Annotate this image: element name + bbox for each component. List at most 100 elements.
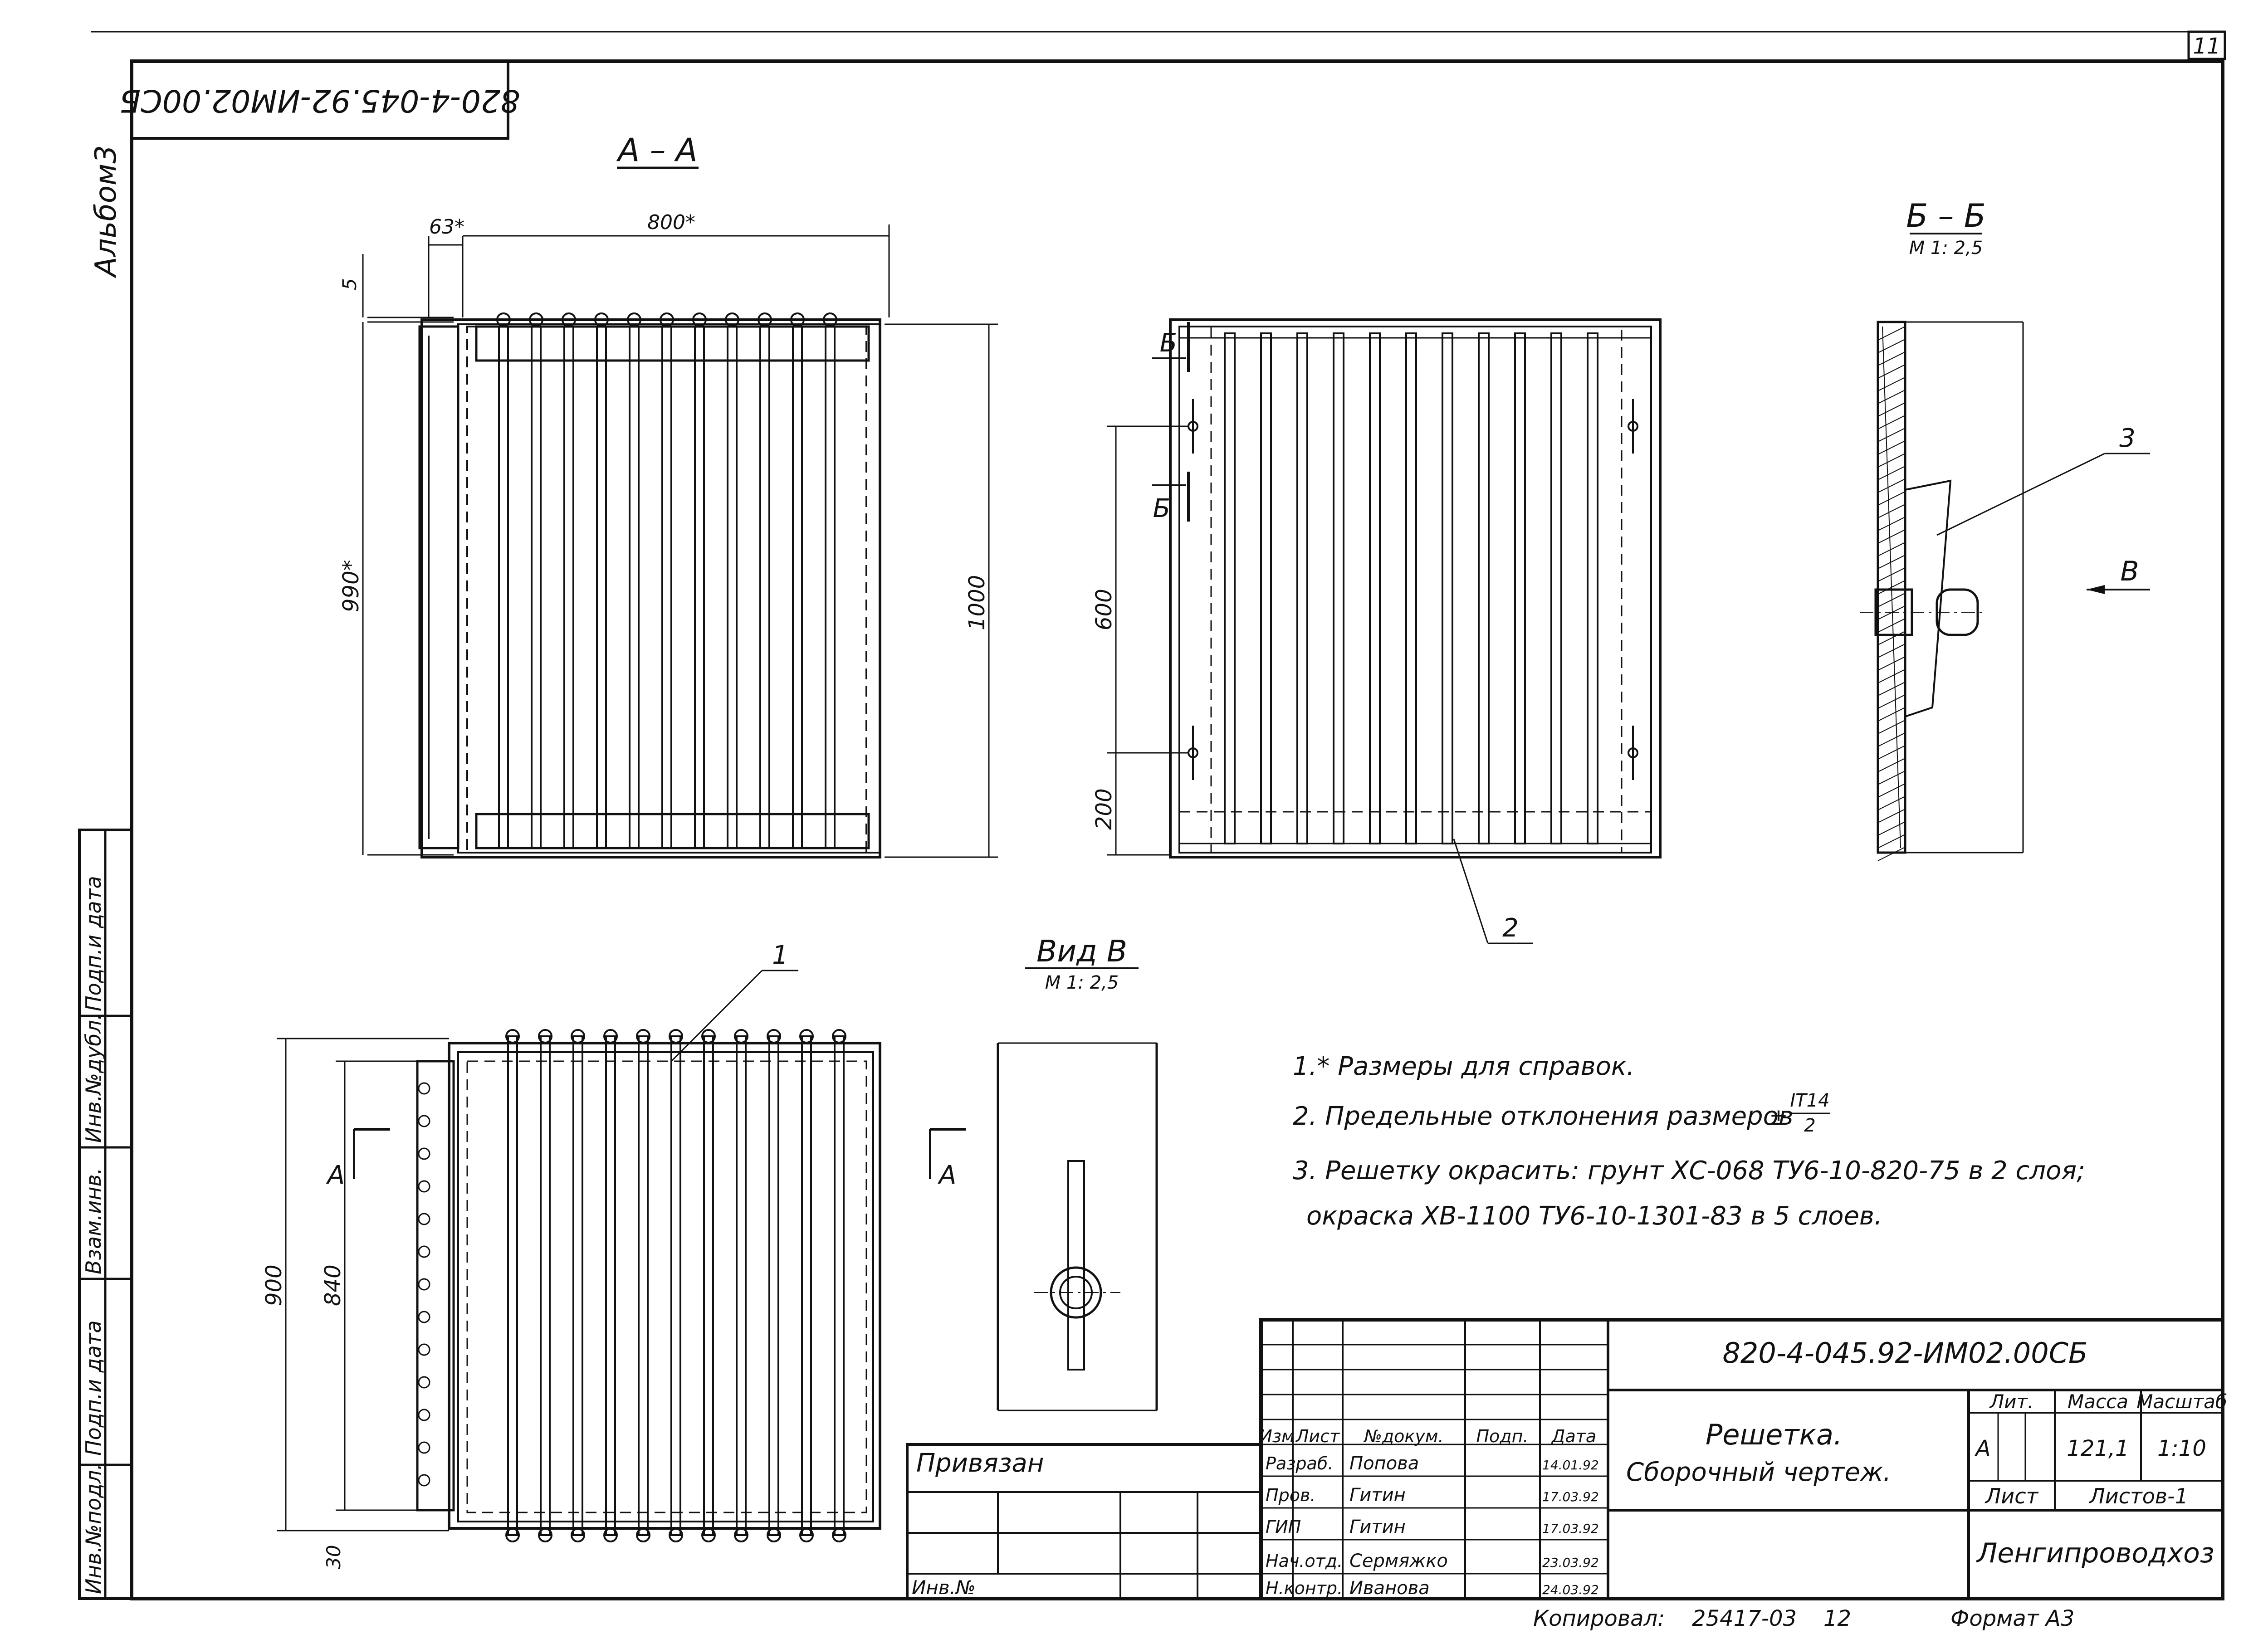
bb-hatch-line <box>1877 821 1906 836</box>
plan-rod-head-bottom <box>538 1528 552 1542</box>
bb-hatch-line <box>1877 682 1906 696</box>
bb-hatch-line <box>1877 491 1906 506</box>
lit-label: Лит. <box>1989 1390 2034 1413</box>
aa-rod-head <box>660 312 674 327</box>
plan-view: А А 900 840 30 1 <box>261 941 966 1569</box>
callout-1: 1 <box>772 941 788 970</box>
mid-rod <box>1478 332 1490 844</box>
callout-2: 2 <box>1502 913 1519 943</box>
plan-holes <box>418 1082 430 1487</box>
tb-header-cell: Лист <box>1295 1426 1340 1446</box>
footer-copied: Копировал: <box>1533 1606 1665 1631</box>
aa-rod-head <box>725 312 739 327</box>
plan-hole <box>418 1245 430 1258</box>
lit-value: А <box>1975 1436 1991 1461</box>
dim-30: 30 <box>323 1545 345 1569</box>
title-line-2: Сборочный чертеж. <box>1626 1458 1891 1487</box>
plan-rod <box>670 1035 681 1536</box>
callout-3: 3 <box>2119 424 2136 453</box>
tb-header-cell: Подп. <box>1476 1426 1528 1446</box>
title-block-designation: 820-4-045.92-ИМ02.00СБ <box>1722 1336 2087 1370</box>
bb-hatch-line <box>1877 542 1906 556</box>
plan-hole <box>418 1180 430 1193</box>
code-stamp: 820-4-045.92-ИМ02.00СБ <box>120 83 520 118</box>
plan-hole <box>418 1311 430 1323</box>
view-v-arrow-label: В <box>2120 556 2139 587</box>
note-1: 1.* Размеры для справок. <box>1293 1052 1635 1081</box>
aa-rod <box>596 326 607 849</box>
plan-rod-head-top <box>832 1029 846 1044</box>
plan-rod-head-top <box>799 1029 814 1044</box>
plan-hole <box>418 1147 430 1160</box>
dim-200: 200 <box>1091 788 1117 830</box>
section-bb-scale: М 1: 2,5 <box>1909 238 1983 259</box>
tb-date-cell: 24.03.92 <box>1542 1582 1599 1597</box>
bb-hatch-line <box>1877 644 1906 658</box>
aa-rod-head <box>790 312 805 327</box>
plan-rod <box>572 1035 583 1536</box>
section-bb-view: Б – Б М 1: 2,5 3 В <box>1860 197 2150 861</box>
plan-rod-head-top <box>636 1029 650 1044</box>
view-v-scale: М 1: 2,5 <box>1045 972 1119 993</box>
bb-hatch-line <box>1877 377 1906 391</box>
plan-rod-head-bottom <box>636 1528 650 1542</box>
plan-rod-head-top <box>767 1029 781 1044</box>
dim-900: 900 <box>261 1264 287 1306</box>
mid-rod <box>1405 332 1417 844</box>
aa-rod <box>498 326 509 849</box>
plan-rod-head-top <box>505 1029 520 1044</box>
note-3: 3. Решетку окрасить: грунт ХС-068 ТУ6-10… <box>1293 1156 2085 1185</box>
notes: 1.* Размеры для справок. 2. Предельные о… <box>1293 1052 2085 1231</box>
tolerance-sign: ± <box>1769 1104 1788 1130</box>
aa-rod-head <box>758 312 772 327</box>
aa-rod <box>531 326 542 849</box>
mid-rod <box>1224 332 1236 844</box>
aa-rod <box>759 326 770 849</box>
aa-rod <box>563 326 574 849</box>
bb-hatch <box>1877 326 1906 861</box>
section-bb-title: Б – Б <box>1906 197 1986 234</box>
plan-rod <box>801 1035 812 1536</box>
bb-hatch-line <box>1877 453 1906 468</box>
bb-hatch-line <box>1877 758 1906 772</box>
cut-label-b-bottom: Б <box>1153 494 1170 523</box>
mid-rod <box>1333 332 1344 844</box>
plan-hole <box>418 1082 430 1095</box>
bb-hatch-line <box>1877 415 1906 429</box>
footer: Копировал: 25417-03 12 Формат А3 <box>1533 1606 2074 1631</box>
bb-hatch-line <box>1877 783 1906 798</box>
aa-rod-head <box>627 312 641 327</box>
plan-rod <box>834 1035 845 1536</box>
tb-role-cell: Нач.отд. <box>1266 1551 1343 1571</box>
bb-hatch-line <box>1877 555 1906 569</box>
mass-value: 121,1 <box>2067 1436 2129 1461</box>
bb-hatch-line <box>1877 809 1906 823</box>
plan-hole <box>418 1409 430 1421</box>
bb-hatch-line <box>1877 694 1906 709</box>
mid-rod <box>1587 332 1598 844</box>
mid-rod <box>1442 332 1453 844</box>
plan-hole <box>418 1474 430 1487</box>
footer-num: 12 <box>1823 1606 1851 1631</box>
scale-value: 1:10 <box>2157 1436 2206 1461</box>
section-aa-view: А – А 63* 800* 5 990* 1000 <box>338 132 998 858</box>
aa-rods <box>496 312 837 849</box>
bb-hatch-line <box>1877 732 1906 747</box>
footer-order: 25417-03 <box>1692 1606 1797 1631</box>
bb-hatch-line <box>1877 656 1906 671</box>
tb-name-cell: Гитин <box>1349 1485 1406 1506</box>
bb-hatch-line <box>1877 771 1906 785</box>
plan-rod-head-bottom <box>734 1528 748 1542</box>
side-stamp-vzam-inv: Взам.инв. <box>81 1168 106 1274</box>
tb-name-cell: Сермяжко <box>1349 1551 1448 1571</box>
plan-rod <box>540 1035 551 1536</box>
tolerance-denominator: 2 <box>1804 1115 1815 1136</box>
plan-rod <box>768 1035 779 1536</box>
aa-rod <box>727 326 738 849</box>
plan-rod <box>507 1035 518 1536</box>
plan-rod-head-top <box>538 1029 552 1044</box>
plan-rod-head-bottom <box>669 1528 683 1542</box>
